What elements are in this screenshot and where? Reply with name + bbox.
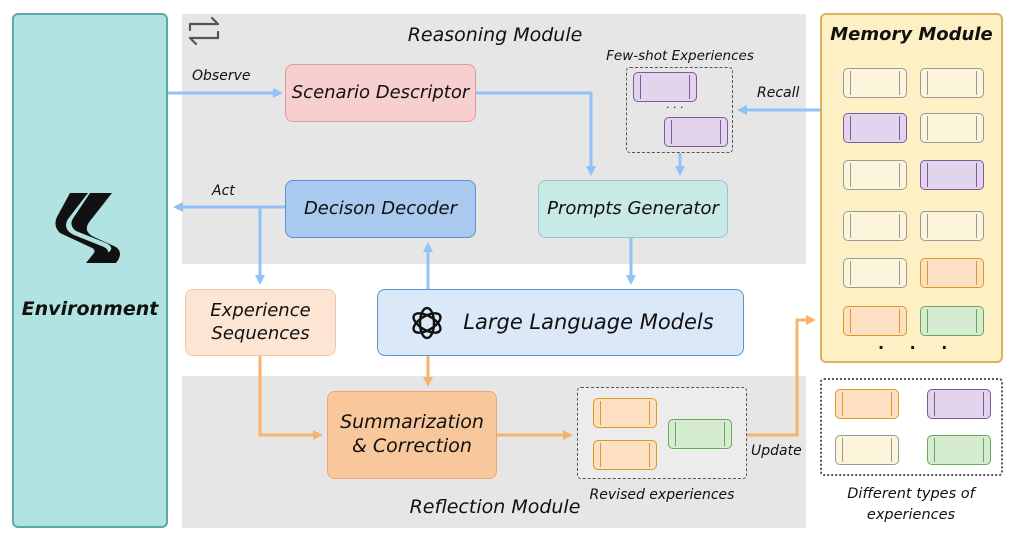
decision-decoder-box: Decison Decoder — [285, 180, 476, 238]
memory-card — [843, 113, 907, 143]
legend-card — [927, 389, 991, 419]
memory-card — [843, 68, 907, 98]
memory-card — [843, 160, 907, 190]
reasoning-module-title: Reasoning Module — [407, 24, 583, 46]
memory-card — [920, 211, 984, 241]
experience-types-legend — [820, 378, 1003, 476]
experience-sequences-box: Experience Sequences — [185, 289, 336, 356]
few-shot-card — [633, 72, 697, 102]
environment-label: Environment — [21, 298, 159, 320]
few-shot-label: Few-shot Experiences — [606, 48, 754, 64]
memory-card — [920, 68, 984, 98]
memory-card — [920, 160, 984, 190]
legend-card — [927, 435, 991, 465]
act-label: Act — [212, 183, 235, 199]
few-shot-ellipsis: · · · — [666, 101, 684, 114]
memory-card — [920, 306, 984, 336]
memory-module-title: Memory Module — [830, 24, 993, 45]
observe-label: Observe — [192, 68, 251, 84]
openai-logo-icon — [412, 306, 442, 339]
legend-card — [835, 389, 899, 419]
memory-card — [843, 211, 907, 241]
environment-box — [12, 13, 168, 528]
scenario-descriptor-box: Scenario Descriptor — [285, 64, 476, 122]
memory-card — [843, 258, 907, 288]
experience-types-label: Different types of experiences — [847, 486, 975, 524]
recall-label: Recall — [757, 85, 800, 101]
revised-card — [593, 440, 657, 470]
few-shot-card — [664, 117, 728, 147]
llm-label: Large Language Models — [463, 310, 714, 335]
revised-card — [593, 398, 657, 428]
revised-experiences-label: Revised experiences — [589, 487, 735, 503]
reflection-module-title: Reflection Module — [409, 496, 581, 518]
llm-box: Large Language Models — [377, 289, 744, 356]
memory-ellipsis: . . . — [878, 334, 958, 353]
memory-card — [920, 258, 984, 288]
memory-card — [920, 113, 984, 143]
summarization-box: Summarization & Correction — [327, 391, 497, 479]
few-shot-container — [626, 67, 733, 153]
revised-card — [668, 419, 732, 449]
memory-card — [843, 306, 907, 336]
update-label: Update — [751, 443, 802, 459]
legend-card — [835, 435, 899, 465]
prompts-generator-box: Prompts Generator — [538, 180, 728, 238]
